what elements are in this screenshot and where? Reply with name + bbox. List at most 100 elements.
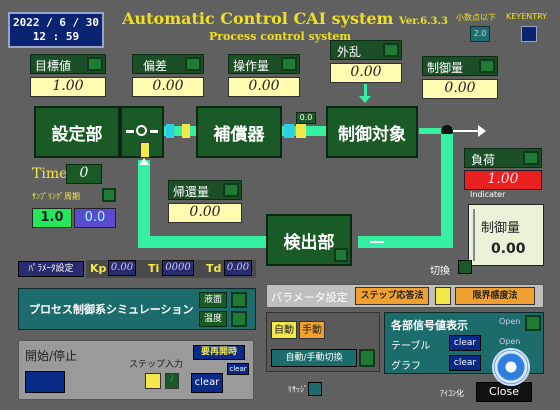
table-open: Open bbox=[499, 337, 521, 346]
junction-out-line bbox=[150, 130, 158, 133]
controller-block[interactable]: 設定部 bbox=[34, 106, 120, 158]
target-label-box: 目標値 bbox=[30, 54, 106, 74]
load-value[interactable]: 1.00 bbox=[464, 170, 542, 190]
manip-value[interactable]: 0.00 bbox=[228, 77, 300, 97]
lissajous-toggle[interactable] bbox=[308, 382, 322, 396]
summing-circle bbox=[136, 125, 147, 136]
temperature-toggle[interactable] bbox=[231, 311, 247, 327]
kp-field[interactable]: 0.00 bbox=[108, 260, 136, 276]
keyentry-toggle[interactable] bbox=[521, 26, 537, 42]
assistant-orb-icon[interactable] bbox=[492, 348, 530, 386]
feedback-pipe-down bbox=[441, 134, 453, 244]
start-stop-button[interactable] bbox=[25, 371, 65, 393]
target-toggle[interactable] bbox=[87, 57, 103, 71]
step-input-label: ステップ入力 bbox=[129, 360, 184, 370]
disturbance-label-box: 外乱 bbox=[330, 40, 402, 60]
table-clear-button[interactable]: clear bbox=[449, 335, 481, 351]
replay-button[interactable]: 要再開時 bbox=[193, 345, 245, 360]
manip-label: 操作量 bbox=[233, 59, 270, 73]
mode-panel: 自動 手動 自動/手動切換 bbox=[266, 312, 380, 372]
param-setting-button[interactable]: ﾊﾟﾗﾒｰﾀ設定 bbox=[18, 261, 84, 277]
output-label-box: 制御量 bbox=[422, 56, 498, 76]
feedback-return-line bbox=[370, 241, 384, 243]
error-toggle[interactable] bbox=[185, 57, 201, 71]
feedback-marker bbox=[140, 142, 150, 158]
step-input-yellow[interactable] bbox=[145, 373, 161, 389]
manip-toggle[interactable] bbox=[281, 57, 297, 71]
load-label: 負荷 bbox=[471, 153, 496, 167]
ti-field[interactable]: 0000 bbox=[162, 260, 194, 276]
temperature-option[interactable]: 温度 bbox=[199, 311, 227, 327]
iconize-label: ｱｲｺﾝ化 bbox=[440, 389, 464, 398]
feedback-arrowhead bbox=[139, 158, 149, 165]
mode-toggle-button[interactable]: 自動/手動切換 bbox=[271, 349, 357, 367]
date-text: 2022 / 6 / 30 bbox=[12, 16, 100, 29]
graph-clear-button[interactable]: clear bbox=[449, 355, 481, 371]
output-label: 制御量 bbox=[427, 61, 464, 75]
output-display-label: 制御量 bbox=[481, 221, 521, 236]
ti-label: Ti bbox=[148, 262, 160, 275]
load-toggle[interactable] bbox=[523, 151, 539, 165]
output-display-value: 0.00 bbox=[491, 241, 526, 257]
output-arrowhead bbox=[478, 125, 486, 137]
decimal-label: 小数点以下 bbox=[456, 13, 496, 22]
lissajous-label: ﾘｻｯｼﾞｭ bbox=[288, 385, 312, 394]
mode-toggle-indicator[interactable] bbox=[359, 349, 375, 367]
table-label: テーブル bbox=[391, 341, 431, 352]
compensator-block[interactable]: 補償器 bbox=[196, 106, 282, 158]
indicator-bar bbox=[473, 209, 475, 261]
signal-display-title: 各部信号値表示 bbox=[391, 319, 468, 332]
step-response-button[interactable]: ステップ応答法 bbox=[355, 287, 429, 305]
load-label-box: 負荷 bbox=[464, 148, 542, 168]
sampling-value-1[interactable]: 1.0 bbox=[32, 208, 72, 228]
detector-block[interactable]: 検出部 bbox=[266, 214, 352, 266]
feedback-pipe-up bbox=[138, 160, 150, 248]
sampling-value-2[interactable]: 0.0 bbox=[74, 208, 116, 228]
td-field[interactable]: 0.00 bbox=[224, 260, 252, 276]
disturbance-value[interactable]: 0.00 bbox=[330, 63, 402, 83]
step-input-green[interactable]: / bbox=[165, 373, 179, 389]
error-label-box: 偏差 bbox=[132, 54, 204, 74]
feedback-pipe-left bbox=[138, 236, 266, 248]
disturbance-label: 外乱 bbox=[337, 45, 362, 59]
version-text: Ver.6.3.3 bbox=[399, 16, 448, 27]
plant-block[interactable]: 制御対象 bbox=[326, 106, 418, 158]
disturbance-toggle[interactable] bbox=[383, 43, 399, 57]
sampling-label: ｻﾝﾌﾟﾘﾝｸﾞ周期 bbox=[32, 192, 80, 201]
detector-label: 検出部 bbox=[283, 232, 335, 253]
time-value: 0 bbox=[66, 164, 102, 184]
output-value[interactable]: 0.00 bbox=[422, 79, 498, 99]
limit-sensitivity-button[interactable]: 限界感度法 bbox=[455, 287, 535, 305]
switch-toggle[interactable] bbox=[458, 260, 472, 274]
output-toggle[interactable] bbox=[479, 59, 495, 73]
level-option[interactable]: 液面 bbox=[199, 292, 227, 308]
decimal-field[interactable]: 2.0 bbox=[470, 26, 490, 42]
output-display-box: 制御量 0.00 bbox=[468, 204, 544, 266]
manual-button[interactable]: 手動 bbox=[299, 321, 325, 339]
level-toggle[interactable] bbox=[231, 292, 247, 308]
kp-label: Kp bbox=[90, 262, 107, 275]
target-value[interactable]: 1.00 bbox=[30, 77, 106, 97]
target-label: 目標値 bbox=[35, 59, 72, 73]
td-label: Td bbox=[206, 262, 222, 275]
signal-display-toggle[interactable] bbox=[525, 315, 541, 331]
detector-toggle[interactable] bbox=[334, 248, 348, 262]
compensator-output-value: 0.0 bbox=[296, 112, 316, 124]
start-stop-label: 開始/停止 bbox=[25, 349, 78, 363]
step-response-toggle[interactable] bbox=[435, 287, 451, 305]
simulation-panel: プロセス制御系シミュレーション 液面 温度 bbox=[18, 288, 256, 330]
signal-display-open: Open bbox=[499, 317, 521, 326]
pipe-marker-3 bbox=[284, 124, 294, 138]
junction-in-line bbox=[126, 130, 134, 133]
error-value[interactable]: 0.00 bbox=[132, 77, 204, 97]
auto-button[interactable]: 自動 bbox=[271, 321, 297, 339]
keyentry-label: KEYENTRY bbox=[506, 12, 548, 21]
feedback-toggle[interactable] bbox=[223, 183, 239, 197]
sampling-toggle[interactable] bbox=[102, 188, 116, 202]
feedback-value[interactable]: 0.00 bbox=[168, 203, 242, 223]
error-label: 偏差 bbox=[143, 59, 168, 73]
pipe-marker-4 bbox=[296, 124, 306, 138]
start-clear2-button[interactable]: clear bbox=[227, 363, 249, 375]
start-clear-button[interactable]: clear bbox=[191, 373, 223, 393]
disturbance-arrowhead bbox=[359, 96, 371, 103]
